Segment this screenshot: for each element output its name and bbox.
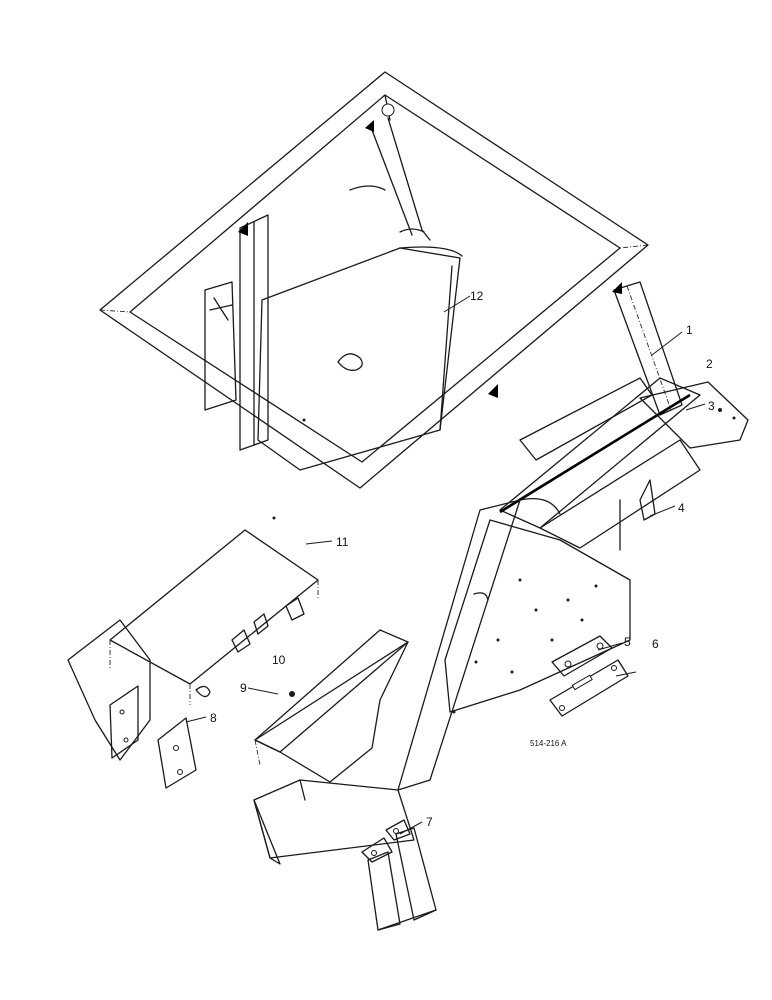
center-step xyxy=(254,629,409,783)
fender-panel xyxy=(499,377,749,529)
side-plate xyxy=(444,519,631,714)
callout-4: 4 xyxy=(678,501,685,515)
plate-8 xyxy=(157,717,197,789)
callout-6: 6 xyxy=(652,637,659,651)
step-bracket-7 xyxy=(361,819,437,931)
callout-10: 10 xyxy=(272,653,286,667)
seat-panel xyxy=(257,246,463,471)
callout-9: 9 xyxy=(240,681,247,695)
pedal-fittings xyxy=(195,597,305,698)
callout-1: 1 xyxy=(686,323,693,337)
bracket-6 xyxy=(549,659,629,717)
lower-step-frame xyxy=(253,779,415,865)
callout-7: 7 xyxy=(426,815,433,829)
rear-column xyxy=(397,497,561,791)
callout-5: 5 xyxy=(624,635,631,649)
callout-2: 2 xyxy=(706,357,713,371)
bracket-5 xyxy=(551,635,613,677)
callout-8: 8 xyxy=(210,711,217,725)
canopy-frame xyxy=(99,71,683,489)
left-bracket xyxy=(67,619,151,761)
figure-reference: 514-216 A xyxy=(530,739,567,748)
callout-labels: 1 2 3 4 5 6 7 8 9 10 11 12 514-216 A xyxy=(210,289,715,829)
callout-12: 12 xyxy=(470,289,484,303)
callout-3: 3 xyxy=(708,399,715,413)
left-floor-plate xyxy=(109,516,319,705)
alignment-markers xyxy=(238,120,622,398)
leader-lines xyxy=(185,295,706,835)
callout-11: 11 xyxy=(336,535,349,549)
